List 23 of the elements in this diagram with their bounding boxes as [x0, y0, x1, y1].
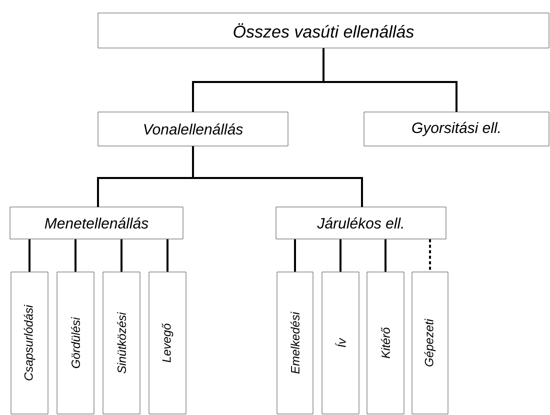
category-box: Levegő [148, 272, 186, 414]
connector-line [192, 146, 363, 207]
category-box: Gördülési [56, 272, 94, 414]
category-box: Kitérő [366, 272, 404, 414]
connector-line [120, 239, 122, 272]
connector-line [294, 239, 296, 272]
category-box: Járulékos ell. [276, 206, 446, 240]
connector-line [340, 239, 342, 272]
category-box: Emelkedési [276, 272, 314, 414]
category-box: Összes vasúti ellenállás [98, 12, 550, 48]
connector-line [322, 48, 458, 112]
connector-line [429, 239, 431, 272]
category-box: Menetellenállás [10, 206, 184, 240]
connector-line [74, 239, 76, 272]
category-box: Gyorsitási ell. [364, 112, 550, 146]
category-box: Ív [322, 272, 360, 414]
connector-line [28, 239, 30, 272]
category-box: Csapsurlódási [10, 272, 48, 414]
category-box: Gépezeti [412, 272, 448, 414]
category-box: Vonalellenállás [98, 112, 288, 146]
category-box: Sinütközési [102, 272, 140, 414]
connector-line [384, 239, 386, 272]
connector-line [166, 239, 168, 272]
